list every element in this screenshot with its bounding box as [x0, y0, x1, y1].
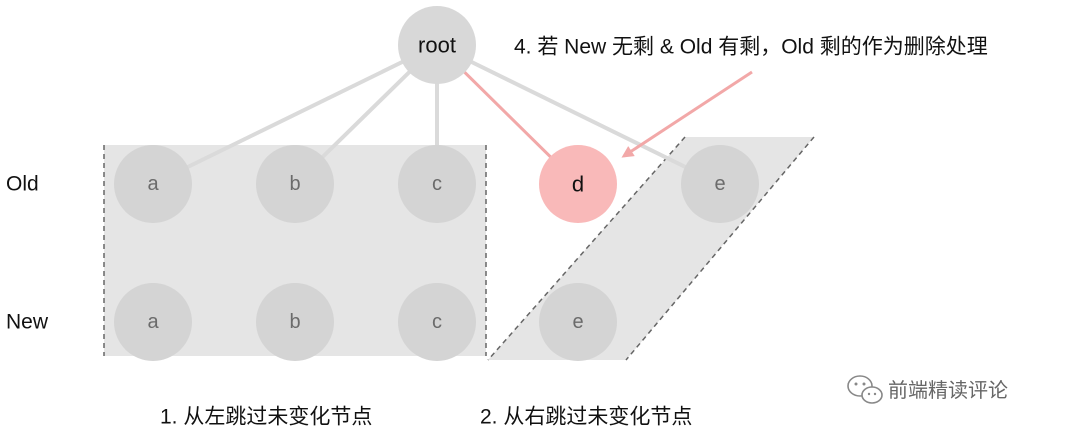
wechat-icon	[847, 375, 883, 404]
old-node-b	[256, 145, 334, 223]
new-node-a-label: a	[147, 311, 159, 333]
new-node-b	[256, 283, 334, 361]
old-node-a-label: a	[147, 173, 159, 195]
old-node-c	[398, 145, 476, 223]
old-node-a	[114, 145, 192, 223]
new-node-c-label: c	[432, 311, 442, 333]
old-node-e	[681, 145, 759, 223]
root-node-label: root	[418, 33, 456, 58]
right-region-right-border	[625, 136, 815, 361]
edge-root-e	[436, 43, 721, 186]
right-skip-region	[488, 137, 814, 360]
new-node-c	[398, 283, 476, 361]
watermark-text: 前端精读评论	[888, 379, 1008, 402]
old-node-e-label: e	[714, 173, 725, 195]
new-row-label: New	[6, 311, 49, 334]
old-node-c-label: c	[432, 173, 442, 195]
edge-root-a	[152, 43, 438, 186]
old-node-d-deleted	[539, 145, 617, 223]
annotation-text: 4. 若 New 无剩 & Old 有剩，Old 剩的作为删除处理	[514, 36, 988, 59]
annotation-arrow	[621, 70, 753, 158]
caption-left-skip: 1. 从左跳过未变化节点	[160, 406, 372, 429]
old-node-d-label: d	[572, 172, 584, 197]
new-node-e-label: e	[572, 311, 583, 333]
root-node	[398, 6, 476, 84]
old-node-b-label: b	[289, 173, 300, 195]
new-node-a	[114, 283, 192, 361]
old-row-label: Old	[6, 173, 39, 196]
new-node-e	[539, 283, 617, 361]
caption-right-skip: 2. 从右跳过未变化节点	[480, 406, 692, 429]
new-node-b-label: b	[289, 311, 300, 333]
right-region-left-border	[487, 136, 686, 361]
